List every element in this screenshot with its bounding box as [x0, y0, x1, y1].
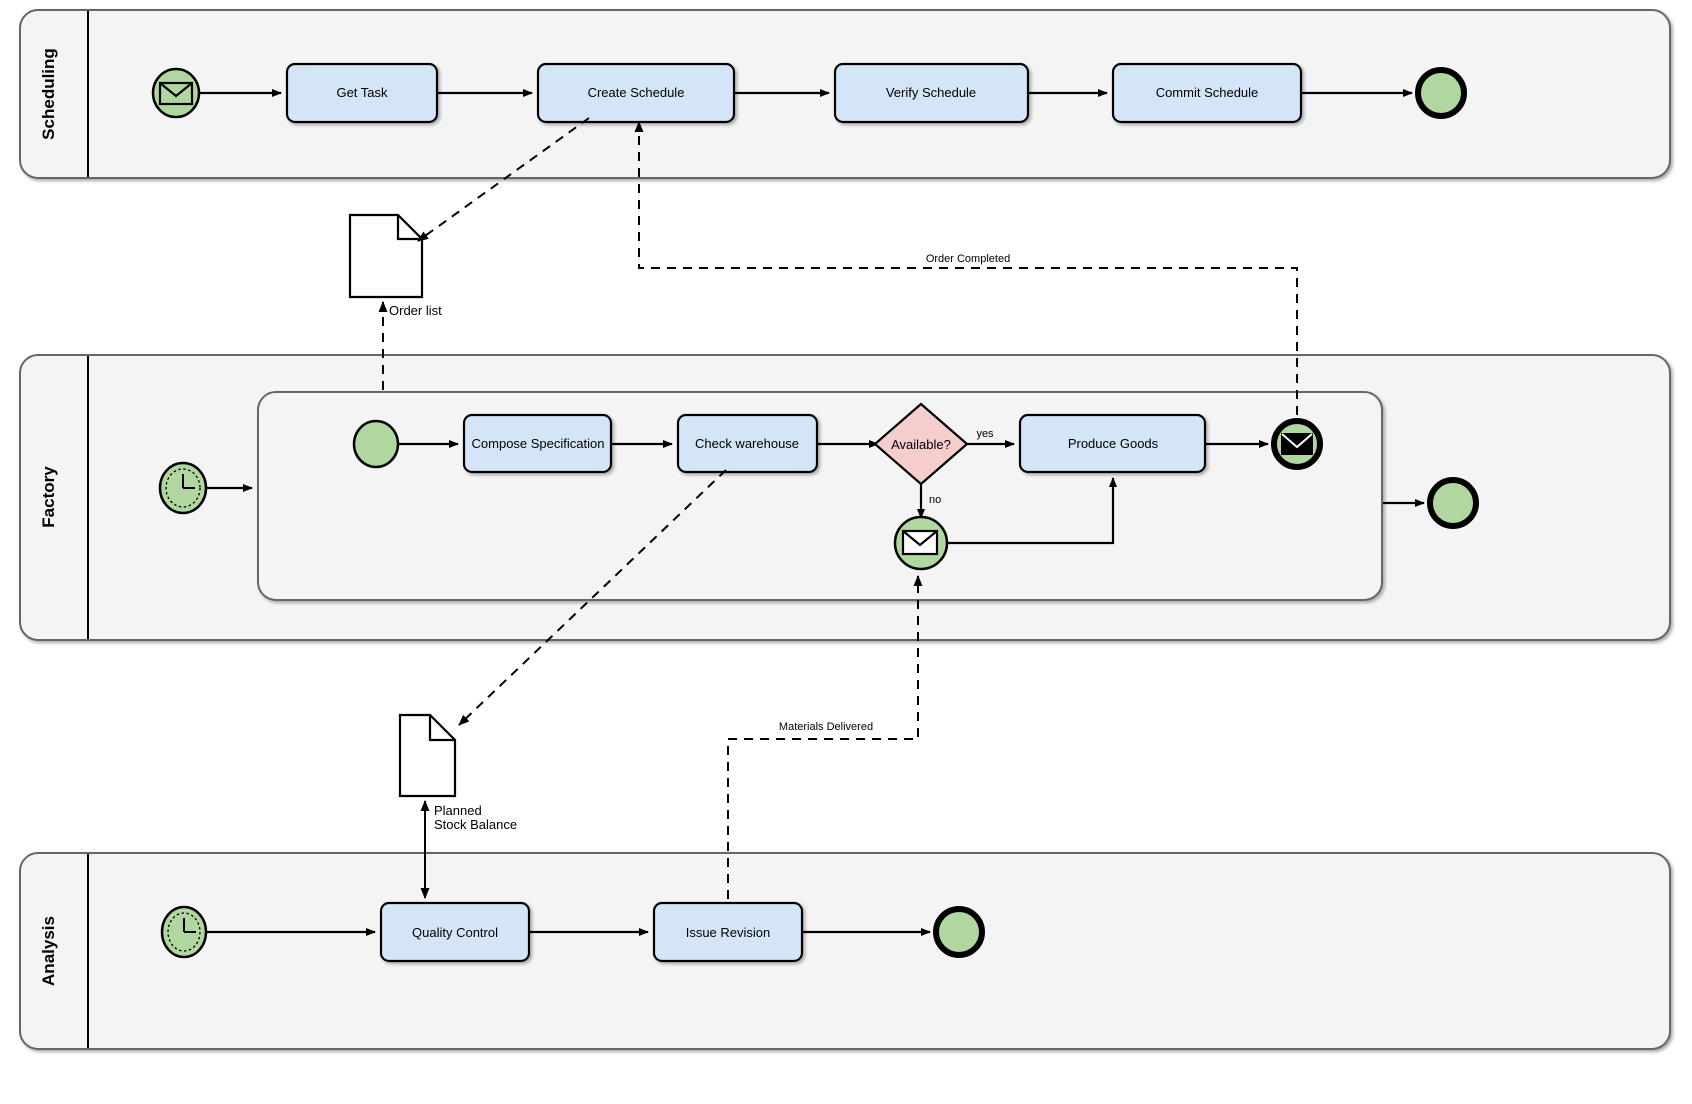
factory-subprocess[interactable] — [257, 391, 1383, 601]
task-commit-schedule[interactable]: Commit Schedule — [1111, 62, 1303, 124]
envelope-icon — [158, 81, 194, 106]
gateway-available-label: Available? — [891, 437, 951, 452]
message-flow-order-completed-label: Order Completed — [926, 253, 1010, 265]
lane-factory-label: Factory — [39, 466, 58, 528]
subprocess-start-event-circle[interactable] — [352, 419, 400, 469]
data-object-order-list-label: Order list — [389, 303, 442, 318]
scheduling-end-event-circle[interactable] — [1415, 67, 1467, 119]
scheduling-start-event[interactable] — [151, 67, 201, 119]
flow-no-label: no — [929, 494, 941, 506]
task-create-schedule[interactable]: Create Schedule — [536, 62, 736, 124]
task-produce-goods-label: Produce Goods — [1068, 436, 1159, 451]
envelope-icon — [901, 529, 939, 556]
flow-catch-to-produce — [947, 477, 1117, 545]
task-get-task[interactable]: Get Task — [285, 62, 439, 124]
document-fold — [396, 215, 422, 241]
message-catch-event[interactable] — [893, 515, 949, 571]
factory-end-event-circle[interactable] — [1427, 477, 1479, 529]
task-issue-revision[interactable]: Issue Revision — [652, 901, 804, 963]
subprocess-start-event[interactable] — [352, 419, 400, 469]
lane-analysis-label: Analysis — [39, 916, 58, 986]
task-verify-schedule[interactable]: Verify Schedule — [833, 62, 1030, 124]
document-shape[interactable] — [348, 213, 424, 299]
message-end-event[interactable] — [1271, 418, 1323, 470]
lane-analysis-body — [19, 852, 1671, 1050]
gateway-available[interactable]: Available? — [873, 402, 969, 486]
envelope-icon — [1281, 433, 1313, 455]
factory-end-event[interactable] — [1427, 477, 1479, 529]
task-get-task-label: Get Task — [336, 85, 388, 100]
task-verify-schedule-label: Verify Schedule — [886, 85, 976, 100]
message-flow-materials-delivered-label: Materials Delivered — [779, 721, 873, 733]
document-shape[interactable] — [398, 713, 457, 798]
assoc-check-warehouse-to-stock-balance — [458, 469, 727, 726]
data-object-planned-stock-balance[interactable]: Planned Stock Balance — [398, 713, 517, 832]
factory-subprocess-body[interactable] — [257, 391, 1383, 601]
flow-yes-label: yes — [976, 428, 994, 440]
task-check-warehouse[interactable]: Check warehouse — [676, 413, 819, 474]
task-quality-control[interactable]: Quality Control — [379, 901, 531, 963]
lane-analysis: Analysis — [19, 852, 1671, 1050]
task-commit-schedule-label: Commit Schedule — [1156, 85, 1259, 100]
task-create-schedule-label: Create Schedule — [588, 85, 685, 100]
analysis-end-event-circle[interactable] — [933, 906, 985, 958]
analysis-start-event[interactable] — [160, 905, 208, 959]
data-object-planned-stock-balance-label-2: Stock Balance — [434, 817, 517, 832]
task-quality-control-label: Quality Control — [412, 925, 498, 940]
factory-start-event[interactable] — [158, 461, 208, 515]
task-produce-goods[interactable]: Produce Goods — [1018, 413, 1207, 474]
document-fold — [428, 715, 455, 742]
assoc-create-schedule-to-order-list — [417, 117, 590, 242]
clock-icon — [165, 468, 201, 508]
task-issue-revision-label: Issue Revision — [686, 925, 771, 940]
data-object-planned-stock-balance-label-1: Planned — [434, 803, 482, 818]
clock-icon — [167, 912, 201, 952]
task-compose-specification[interactable]: Compose Specification — [462, 413, 613, 474]
task-check-warehouse-label: Check warehouse — [695, 436, 799, 451]
data-object-order-list[interactable]: Order list — [348, 213, 442, 318]
scheduling-end-event[interactable] — [1415, 67, 1467, 119]
message-flow-materials-delivered — [727, 575, 923, 899]
task-compose-specification-label: Compose Specification — [472, 436, 605, 451]
lane-scheduling-label: Scheduling — [39, 48, 58, 140]
analysis-end-event[interactable] — [933, 906, 985, 958]
